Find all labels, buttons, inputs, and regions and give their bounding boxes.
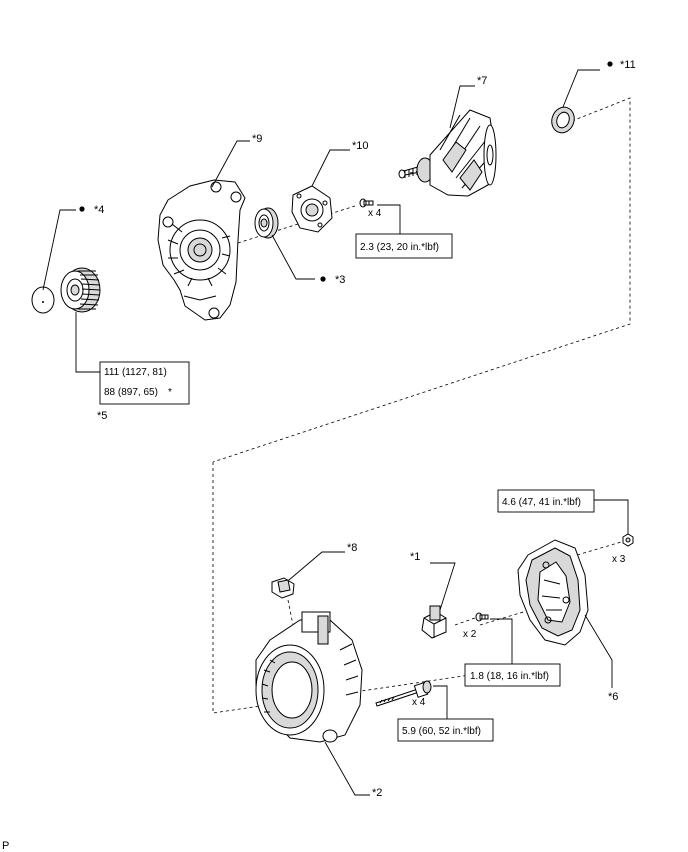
leader-torque-brush: [490, 618, 513, 664]
callout-9: *9: [252, 133, 262, 145]
axis-dashed-line-screw: [454, 617, 476, 626]
leader-1: [430, 562, 456, 611]
torque-box-pulley: [99, 361, 190, 405]
torque-pulley-mark: *: [168, 387, 172, 398]
leader-8: [288, 551, 345, 581]
seal-ring-part: [551, 106, 575, 134]
through-bolt-part: [375, 680, 432, 707]
retainer-plate-part: [291, 185, 333, 233]
torque-box-retainer: [355, 233, 453, 259]
torque-box-nut: [497, 489, 595, 513]
bullet-dot-icon-11: [607, 61, 613, 67]
torque-pulley-line1: 111 (1127, 81): [104, 367, 167, 378]
callout-3: *3: [335, 274, 345, 286]
axis-dashed-line-plug: [287, 599, 294, 626]
qty-cover-nut: x 3: [612, 554, 626, 565]
leader-torque-bolt: [433, 685, 448, 719]
torque-box-brush: [464, 663, 561, 687]
torque-pulley-line2: 88 (897, 65): [104, 387, 158, 398]
qty-through-bolt: x 4: [412, 697, 426, 708]
callout-2: *2: [372, 787, 382, 799]
leader-4: [42, 209, 76, 291]
callout-11: *11: [620, 59, 636, 71]
leader-10: [311, 149, 350, 187]
callout-1: *1: [410, 551, 420, 563]
bearing-part: [254, 207, 279, 239]
callout-10: *10: [352, 140, 369, 152]
bullet-dot-icon-3: [320, 276, 326, 282]
terminal-insulator-part: [271, 577, 295, 599]
stator-frame-part: [255, 611, 363, 743]
torque-brush: 1.8 (18, 16 in.*lbf): [470, 671, 549, 682]
leader-9: [211, 140, 250, 188]
figure-corner-letter: P: [2, 840, 9, 852]
leader-7: [449, 85, 475, 129]
leader-torque-retainer: [377, 204, 401, 234]
drive-end-frame-part: [157, 179, 246, 321]
leader-6: [584, 614, 613, 688]
callout-4: *4: [94, 204, 104, 216]
cover-nut-part: [622, 533, 634, 547]
leader-torque-nut: [594, 499, 629, 534]
leader-2: [324, 741, 370, 796]
washer-part: [31, 286, 55, 314]
leader-5: [75, 312, 100, 373]
callout-5: *5: [97, 410, 107, 422]
qty-brush-screw: x 2: [463, 629, 477, 640]
bullet-dot-icon: [79, 206, 85, 212]
axis-dashed-line-rear: [479, 609, 531, 626]
retainer-screw-part: [359, 198, 374, 208]
callout-7: *7: [477, 75, 487, 87]
brush-screw-part: [475, 612, 489, 622]
rear-cover-part: [517, 539, 589, 646]
torque-bolt: 5.9 (60, 52 in.*lbf): [402, 726, 481, 737]
callout-6: *6: [608, 691, 618, 703]
torque-retainer: 2.3 (23, 20 in.*lbf): [360, 242, 439, 253]
pulley-part: [60, 267, 101, 313]
rotor-part: [398, 109, 497, 197]
torque-nut: 4.6 (47, 41 in.*lbf): [502, 497, 581, 508]
qty-retainer-screw: x 4: [368, 208, 382, 219]
callout-8: *8: [347, 542, 357, 554]
brush-holder-part: [421, 605, 447, 639]
assembly-dashed-line-upper: [212, 97, 631, 463]
axis-dashed-line-front: [237, 205, 356, 244]
torque-box-bolt: [397, 718, 494, 742]
leader-11: [562, 69, 600, 108]
leader-3: [271, 234, 315, 280]
